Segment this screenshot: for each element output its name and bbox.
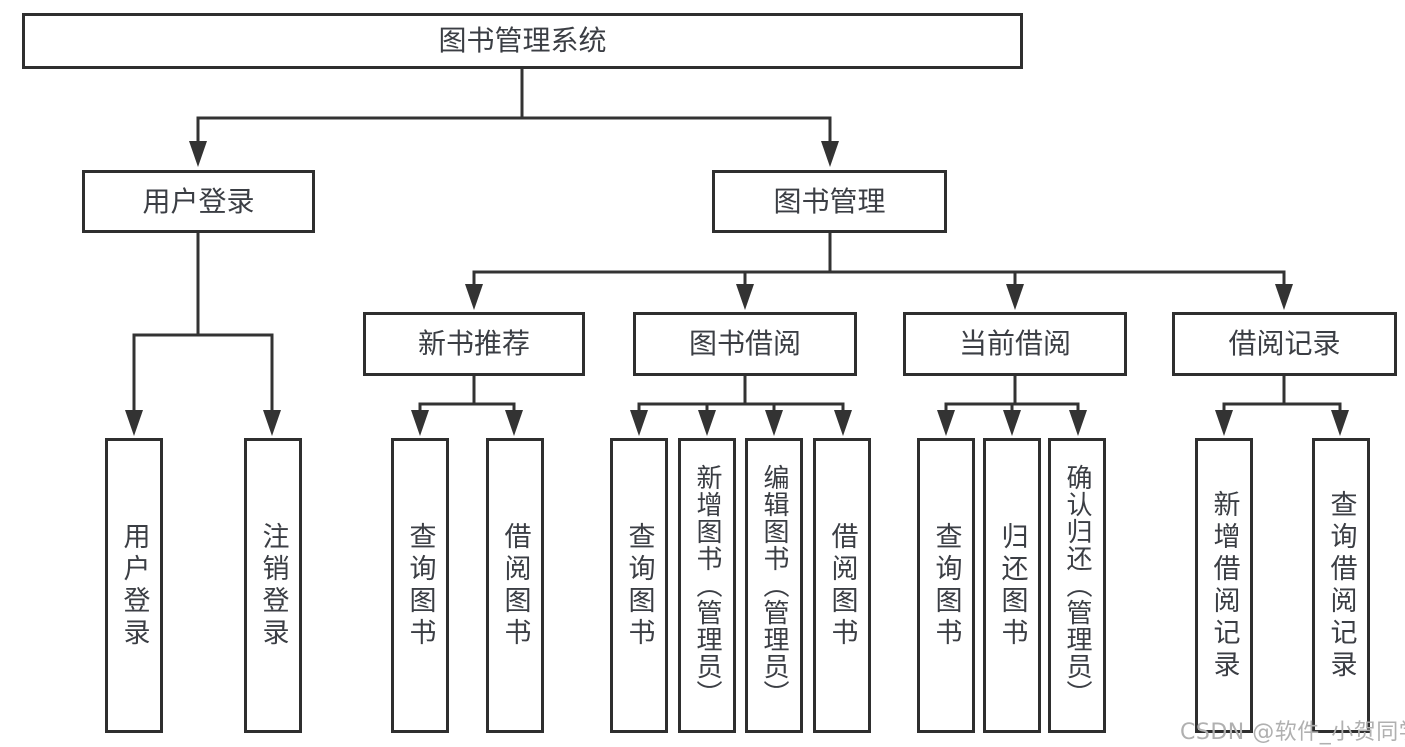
node-user-login: 用户登录 [82,170,315,233]
node-library-system: 图书管理系统 [22,13,1023,69]
leaf-query-borrow-record: 查询借阅记录 [1312,438,1370,733]
node-label: 新书推荐 [417,327,530,360]
node-label: 新增图书（管理员） [692,464,722,707]
node-label: 用户登录 [142,184,255,218]
node-label: 图书管理系统 [438,24,607,57]
node-book-borrow: 图书借阅 [633,312,857,376]
node-label: 查询图书 [623,521,655,650]
leaf-borrow-book: 借阅图书 [813,438,871,733]
node-label: 查询图书 [930,521,962,650]
node-book-management: 图书管理 [712,170,947,233]
node-label: 借阅记录 [1228,327,1341,360]
leaf-logout: 注销登录 [244,438,302,733]
node-borrow-records: 借阅记录 [1172,312,1397,376]
node-label: 借阅图书 [826,521,858,650]
leaf-confirm-return-admin: 确认归还（管理员） [1048,438,1106,733]
leaf-query-book-borrow: 查询图书 [610,438,668,733]
node-label: 当前借阅 [958,327,1071,360]
leaf-edit-book-admin: 编辑图书（管理员） [745,438,803,733]
leaf-return-book: 归还图书 [983,438,1041,733]
node-new-book-recommend: 新书推荐 [363,312,585,376]
node-label: 归还图书 [996,521,1028,650]
node-current-borrow: 当前借阅 [903,312,1127,376]
node-label: 用户登录 [118,521,150,650]
node-label: 图书借阅 [688,327,801,360]
node-label: 编辑图书（管理员） [759,464,789,707]
leaf-add-borrow-record: 新增借阅记录 [1195,438,1253,733]
arrowheads [125,141,1349,436]
leaf-add-book-admin: 新增图书（管理员） [678,438,736,733]
node-label: 新增借阅记录 [1208,489,1240,682]
leaf-query-book-current: 查询图书 [917,438,975,733]
leaf-user-login: 用户登录 [105,438,163,733]
node-label: 查询图书 [404,521,436,650]
node-label: 图书管理 [773,184,886,218]
node-label: 注销登录 [257,521,289,650]
csdn-watermark: CSDN @软件_小贺同学 [1180,720,1405,745]
leaf-query-book-recommend: 查询图书 [391,438,449,733]
leaf-borrow-book-recommend: 借阅图书 [486,438,544,733]
node-label: 确认归还（管理员） [1062,464,1092,707]
connector-paths [132,69,1342,414]
node-label: 借阅图书 [499,521,531,650]
node-label: 查询借阅记录 [1325,489,1357,682]
